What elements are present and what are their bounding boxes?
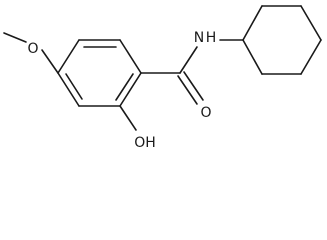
cyclohexane-ring bbox=[242, 5, 322, 75]
benzene-ring bbox=[57, 39, 142, 107]
bond-ring-to-methoxy-o bbox=[41, 49, 59, 74]
amide-nitrogen-label: N bbox=[194, 30, 204, 46]
structure-canvas: O OH O N H bbox=[3, 5, 322, 151]
ring-bond-c5-c6 bbox=[57, 72, 80, 107]
hydroxyl-group: OH bbox=[119, 105, 156, 151]
ring-bond-c6-c1 bbox=[57, 39, 80, 74]
chemical-structure-diagram: O OH O N H bbox=[3, 5, 322, 151]
ring-bond-c3-c4 bbox=[119, 72, 142, 107]
carbonyl-oxygen-label: O bbox=[200, 105, 211, 121]
cyclohexane-bond-4 bbox=[300, 39, 322, 75]
carbonyl-double-bond-1 bbox=[177, 75, 198, 105]
methoxy-oxygen-label: O bbox=[27, 41, 38, 57]
ring-bond-c5-c6-inner bbox=[65, 73, 83, 100]
carbonyl-double-bond-2 bbox=[183, 71, 204, 101]
amide-hydrogen-label: H bbox=[206, 30, 217, 46]
ring-bond-c2-c3 bbox=[119, 39, 142, 74]
bond-carbonyl-c-to-nitrogen bbox=[179, 46, 198, 74]
ring-bond-c3-c4-inner bbox=[115, 73, 134, 101]
methoxy-group: O bbox=[3, 32, 59, 74]
amide-group: O N H bbox=[140, 30, 244, 121]
cyclohexane-bond-3 bbox=[300, 5, 322, 41]
cyclohexane-bond-6 bbox=[242, 39, 263, 75]
hydroxyl-label: OH bbox=[134, 135, 156, 151]
bond-methoxy-o-to-methyl bbox=[3, 32, 27, 43]
bond-ring-to-hydroxyl bbox=[119, 105, 137, 131]
cyclohexane-bond-1 bbox=[242, 5, 263, 41]
